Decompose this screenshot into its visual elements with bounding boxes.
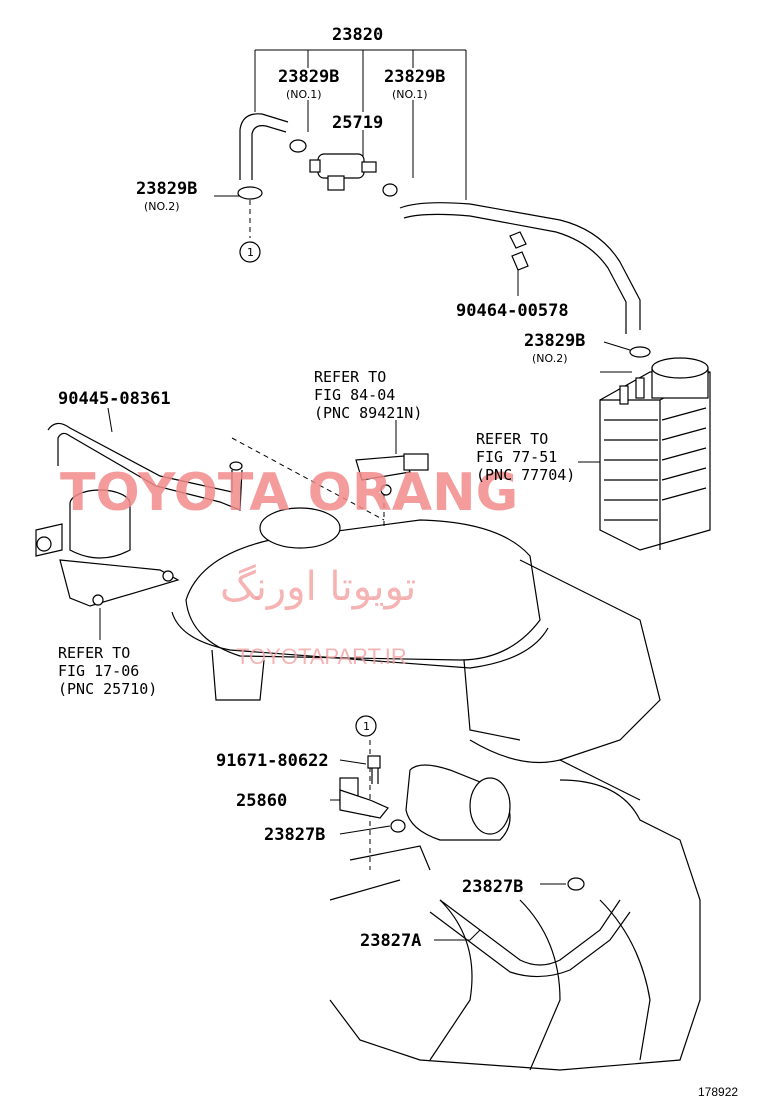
watermark-site: TOYOTAPART.IR [236,644,407,669]
refer-77-line1: REFER TO [476,430,548,448]
label-23827B-left: 23827B [264,825,325,845]
label-no2-right: (NO.2) [532,352,568,365]
label-no2-left: (NO.2) [144,200,180,213]
label-23820: 23820 [332,25,383,45]
label-no1-left: (NO.1) [286,88,322,101]
watermark-persian: تویوتا اورنگ [220,564,416,610]
watermark-main: TOYOTA ORANG [60,463,518,523]
refer-84-line1: REFER TO [314,368,386,386]
refer-17-line1: REFER TO [58,644,130,662]
circle-ref-1-top: 1 [247,246,254,259]
refer-84-line3: (PNC 89421N) [314,404,422,422]
sensor-89421N [355,420,429,530]
label-23827A: 23827A [360,931,421,951]
label-23829B-no1-left: 23829B [278,67,339,87]
refer-17-line2: FIG 17-06 [58,662,139,680]
charcoal-canister [578,346,711,551]
label-91671-80622: 91671-80622 [216,751,329,771]
air-cleaner [171,437,661,801]
label-23829B-no2-right: 23829B [524,331,585,351]
label-90464-00578: 90464-00578 [456,301,569,321]
label-23827B-right: 23827B [462,877,523,897]
engine-lower [329,715,701,1071]
refer-84-line2: FIG 84-04 [314,386,395,404]
figure-number: 178922 [698,1085,738,1099]
label-23829B-no1-right: 23829B [384,67,445,87]
label-23829B-no2-left: 23829B [136,179,197,199]
label-25860: 25860 [236,791,287,811]
refer-77-line2: FIG 77-51 [476,448,557,466]
circle-ref-1-bottom: 1 [363,720,370,733]
label-no1-right: (NO.1) [392,88,428,101]
label-90445-08361: 90445-08361 [58,389,171,409]
refer-77-line3: (PNC 77704) [476,466,575,484]
hose-assembly-23820 [237,49,641,334]
leader-lines [214,195,631,941]
refer-17-line3: (PNC 25710) [58,680,157,698]
label-25719: 25719 [332,113,383,133]
valve-assembly-left [35,407,243,640]
